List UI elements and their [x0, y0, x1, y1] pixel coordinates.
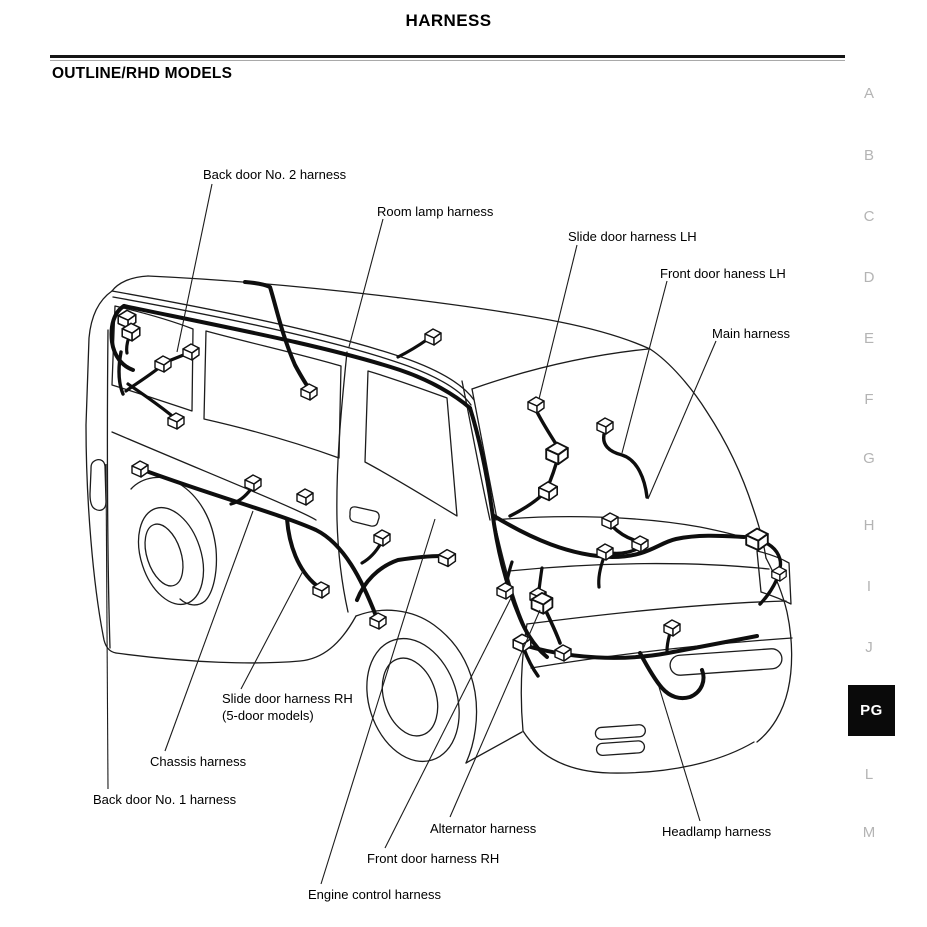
chassis-harness-wire [144, 469, 378, 618]
leader-front-door-lh [621, 280, 668, 454]
leader-back-door-no1 [105, 463, 109, 790]
label-slide-door-harness-rh: Slide door harness RH (5-door models) [222, 691, 353, 725]
main-harness-bundle [492, 514, 746, 559]
section-index-j: J [865, 639, 873, 656]
section-index-a: A [863, 85, 874, 102]
section-index-h: H [863, 517, 875, 534]
leader-headlamp [658, 686, 701, 822]
leader-chassis [164, 510, 254, 752]
label-slide-door-harness-rh-line2: (5-door models) [222, 707, 314, 723]
label-room-lamp-harness: Room lamp harness [377, 204, 494, 219]
leader-engine-control [320, 518, 436, 885]
slide-door-window [203, 330, 342, 459]
label-front-door-harness-rh: Front door harness RH [367, 851, 500, 866]
section-index-d: D [863, 269, 875, 286]
title-rule-shadow [50, 60, 845, 61]
leader-lines [105, 183, 717, 885]
section-index-i: I [866, 578, 872, 595]
room-lamp-harness-wire [243, 280, 310, 389]
slide-door-rh-wire [285, 517, 318, 587]
rear-wheel [130, 476, 218, 606]
label-front-door-haness-lh: Front door haness LH [660, 266, 786, 281]
front-wheel [355, 609, 478, 764]
label-chassis-harness: Chassis harness [150, 754, 247, 769]
label-alternator-harness: Alternator harness [430, 821, 537, 836]
section-index-m: M [862, 824, 876, 841]
connectors [117, 309, 787, 662]
door-handle [349, 506, 380, 527]
roof-harness [122, 304, 472, 410]
rear-quarter-window [111, 305, 194, 412]
tail-lamp [89, 459, 107, 511]
leader-main [647, 340, 717, 500]
bumper-recess [669, 648, 783, 676]
title-rule [50, 55, 845, 58]
section-index-pg-active: PG [848, 685, 895, 736]
label-back-door-no1-harness: Back door No. 1 harness [93, 792, 237, 807]
section-index-g: G [863, 450, 875, 467]
leader-back-door-no2 [176, 183, 213, 353]
label-slide-door-harness-lh: Slide door harness LH [568, 229, 697, 244]
grille-slots [594, 724, 646, 757]
leader-slide-door-lh [538, 244, 578, 400]
headlamp-harness-wire [515, 634, 759, 660]
front-bumper [526, 600, 787, 625]
leader-room-lamp [348, 218, 384, 348]
section-index-c: C [863, 208, 875, 225]
label-slide-door-harness-rh-line1: Slide door harness RH [222, 691, 353, 706]
page-title: HARNESS [405, 11, 492, 30]
windshield [471, 348, 649, 390]
leader-front-door-rh [384, 597, 512, 849]
label-back-door-no2-harness: Back door No. 2 harness [203, 167, 347, 182]
leader-alternator [449, 609, 541, 818]
label-headlamp-harness: Headlamp harness [662, 824, 772, 839]
section-index-f: F [864, 391, 874, 408]
section-index-b: B [863, 147, 874, 164]
section-index-l: L [864, 766, 874, 783]
leader-slide-door-rh [240, 570, 304, 690]
front-door-window [364, 370, 458, 517]
label-engine-control-harness: Engine control harness [308, 887, 441, 902]
section-heading: OUTLINE/RHD MODELS [52, 65, 233, 82]
label-main-harness: Main harness [712, 326, 791, 341]
section-index-e: E [863, 330, 874, 347]
